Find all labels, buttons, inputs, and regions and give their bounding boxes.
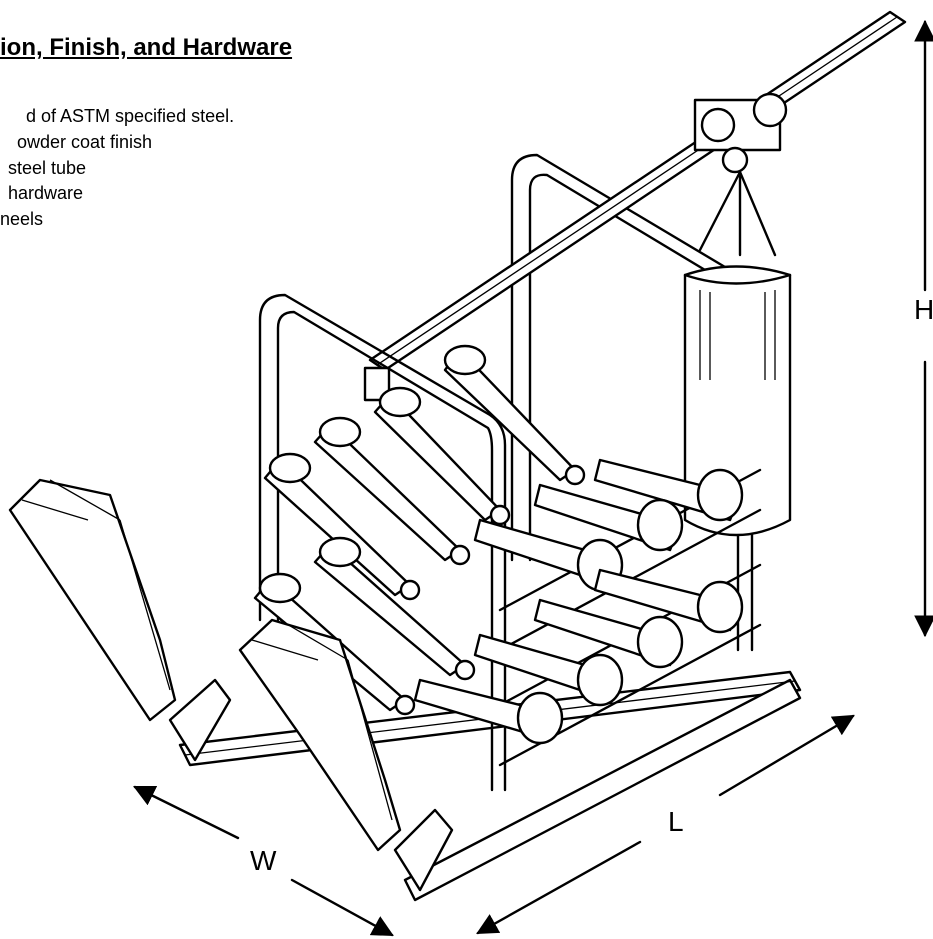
front-frame [258,293,507,792]
section-heading: ion, Finish, and Hardware [0,34,293,61]
overhead-boom [363,10,907,402]
height-label: H [914,294,933,325]
blocking-pad-left [8,478,232,762]
bat-rack-right [413,458,762,767]
blocking-pad-right [238,618,454,892]
spec-line-tube: steel tube [8,158,87,178]
spec-line-steel: d of ASTM specified steel. [26,106,235,126]
width-label: W [250,845,277,876]
spec-line-hardware: hardware [8,183,84,203]
length-label: L [668,806,684,837]
heavy-bag [683,170,792,537]
width-dimension-arrow [133,785,394,937]
spec-line-wheels: neels [0,209,44,229]
spec-line-finish: owder coat finish [17,132,153,152]
length-dimension-arrow [476,714,855,935]
bat-rack-left [253,344,586,716]
